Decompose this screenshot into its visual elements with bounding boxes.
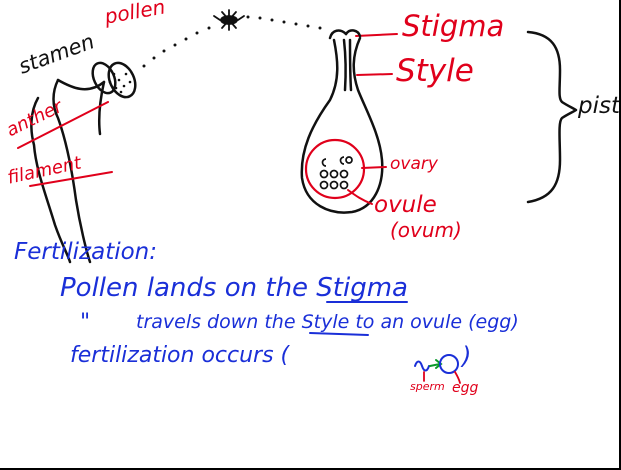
- notes-line-1: Pollen lands on the Stigma: [60, 273, 408, 303]
- pistil-label: pistil: [578, 93, 620, 119]
- notes-ditto-mark: ": [80, 310, 91, 335]
- sperm-label: sperm: [410, 380, 445, 393]
- stigma-label: Stigma: [402, 9, 505, 43]
- ovules: [319, 156, 353, 190]
- sperm-egg-drawing: [414, 354, 461, 384]
- label-lines-red: [17, 33, 398, 187]
- notes-line-3-close: ): [462, 342, 472, 370]
- notes-heading: Fertilization:: [14, 239, 157, 265]
- ovary-circle: [304, 138, 366, 200]
- ovary-ovule-pointers: [347, 166, 387, 205]
- pistil-brace: [526, 30, 578, 204]
- anther-drawing: [91, 61, 137, 99]
- style-label: Style: [396, 53, 474, 89]
- egg-label: egg: [452, 380, 479, 396]
- notes-line-3: fertilization occurs (: [70, 343, 290, 368]
- pollen-grains: [108, 72, 132, 94]
- pistil-drawing: [300, 29, 384, 214]
- ovule-label: ovule: [374, 192, 437, 218]
- insect-icon: [213, 9, 245, 31]
- notes-line-2: travels down the Style to an ovule (egg): [136, 311, 519, 333]
- ovum-label: (ovum): [390, 218, 462, 242]
- pollen-flight-path: [142, 15, 322, 68]
- ovary-label: ovary: [390, 154, 438, 174]
- note-underlines: [309, 301, 408, 336]
